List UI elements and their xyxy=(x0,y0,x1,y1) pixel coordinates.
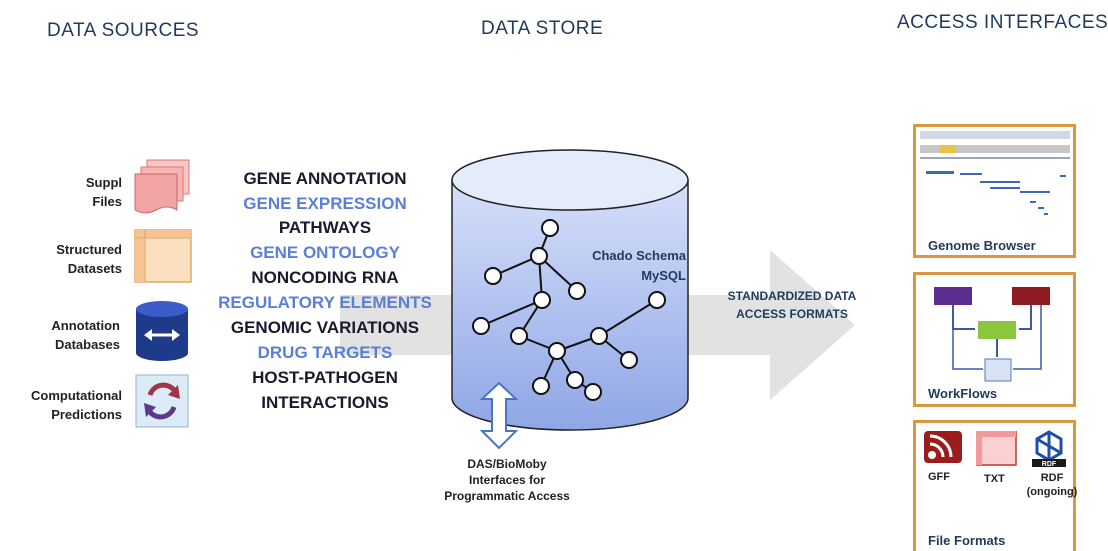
workflows-label: WorkFlows xyxy=(928,386,998,401)
category-pathways: PATHWAYS xyxy=(278,218,372,237)
workflow-diagram xyxy=(934,287,1050,382)
genome-browser-panel[interactable]: Genome Browser xyxy=(913,124,1076,258)
rdf-label: RDF (ongoing) xyxy=(1026,472,1078,498)
programmatic-access-label: DAS/BioMoby Interfaces for Programmatic … xyxy=(444,457,570,503)
genome-browser-thumbnail xyxy=(920,131,1070,215)
category-noncoding-rna: NONCODING RNA xyxy=(251,268,399,287)
file-formats-label: File Formats xyxy=(928,533,1006,548)
category-gene-annotation: GENE ANNOTATION xyxy=(243,169,407,188)
data-store-cylinder xyxy=(451,149,689,431)
spreadsheet-icon xyxy=(134,229,192,283)
standardized-formats-label: STANDARDIZED DATA ACCESS FORMATS xyxy=(727,289,857,321)
category-host-pathogen: HOST-PATHOGEN xyxy=(252,368,398,387)
rss-feed-icon xyxy=(924,431,962,463)
txt-label: TXT xyxy=(984,473,1005,485)
database-icon xyxy=(136,301,188,361)
file-formats-panel[interactable]: RDF GFF TXT RDF (ongoing) File Formats xyxy=(913,420,1078,551)
category-gene-ontology: GENE ONTOLOGY xyxy=(250,243,400,262)
genome-browser-label: Genome Browser xyxy=(928,238,1036,253)
cycle-arrows-icon xyxy=(135,374,189,428)
data-sources-heading: DATA SOURCES xyxy=(47,20,200,41)
rdf-logo-icon: RDF xyxy=(1032,429,1066,468)
category-interactions: INTERACTIONS xyxy=(261,393,389,412)
txt-file-icon xyxy=(976,431,1017,466)
rdf-logo-text: RDF xyxy=(1042,461,1057,468)
workflows-panel[interactable]: WorkFlows xyxy=(913,272,1076,407)
category-drug-targets: DRUG TARGETS xyxy=(257,343,393,362)
schema-label: Chado Schema MySQL xyxy=(592,248,686,283)
category-regulatory-elements: REGULATORY ELEMENTS xyxy=(218,293,432,312)
data-store-heading: DATA STORE xyxy=(481,18,604,39)
tree-nodes xyxy=(472,219,666,401)
access-interfaces-heading: ACCESS INTERFACES xyxy=(897,12,1108,33)
stacked-files-icon xyxy=(134,159,190,214)
double-arrow-icon xyxy=(479,381,519,450)
gff-label: GFF xyxy=(928,471,950,483)
category-gene-expression: GENE EXPRESSION xyxy=(243,194,407,213)
category-genomic-variations: GENOMIC VARIATIONS xyxy=(230,318,420,337)
